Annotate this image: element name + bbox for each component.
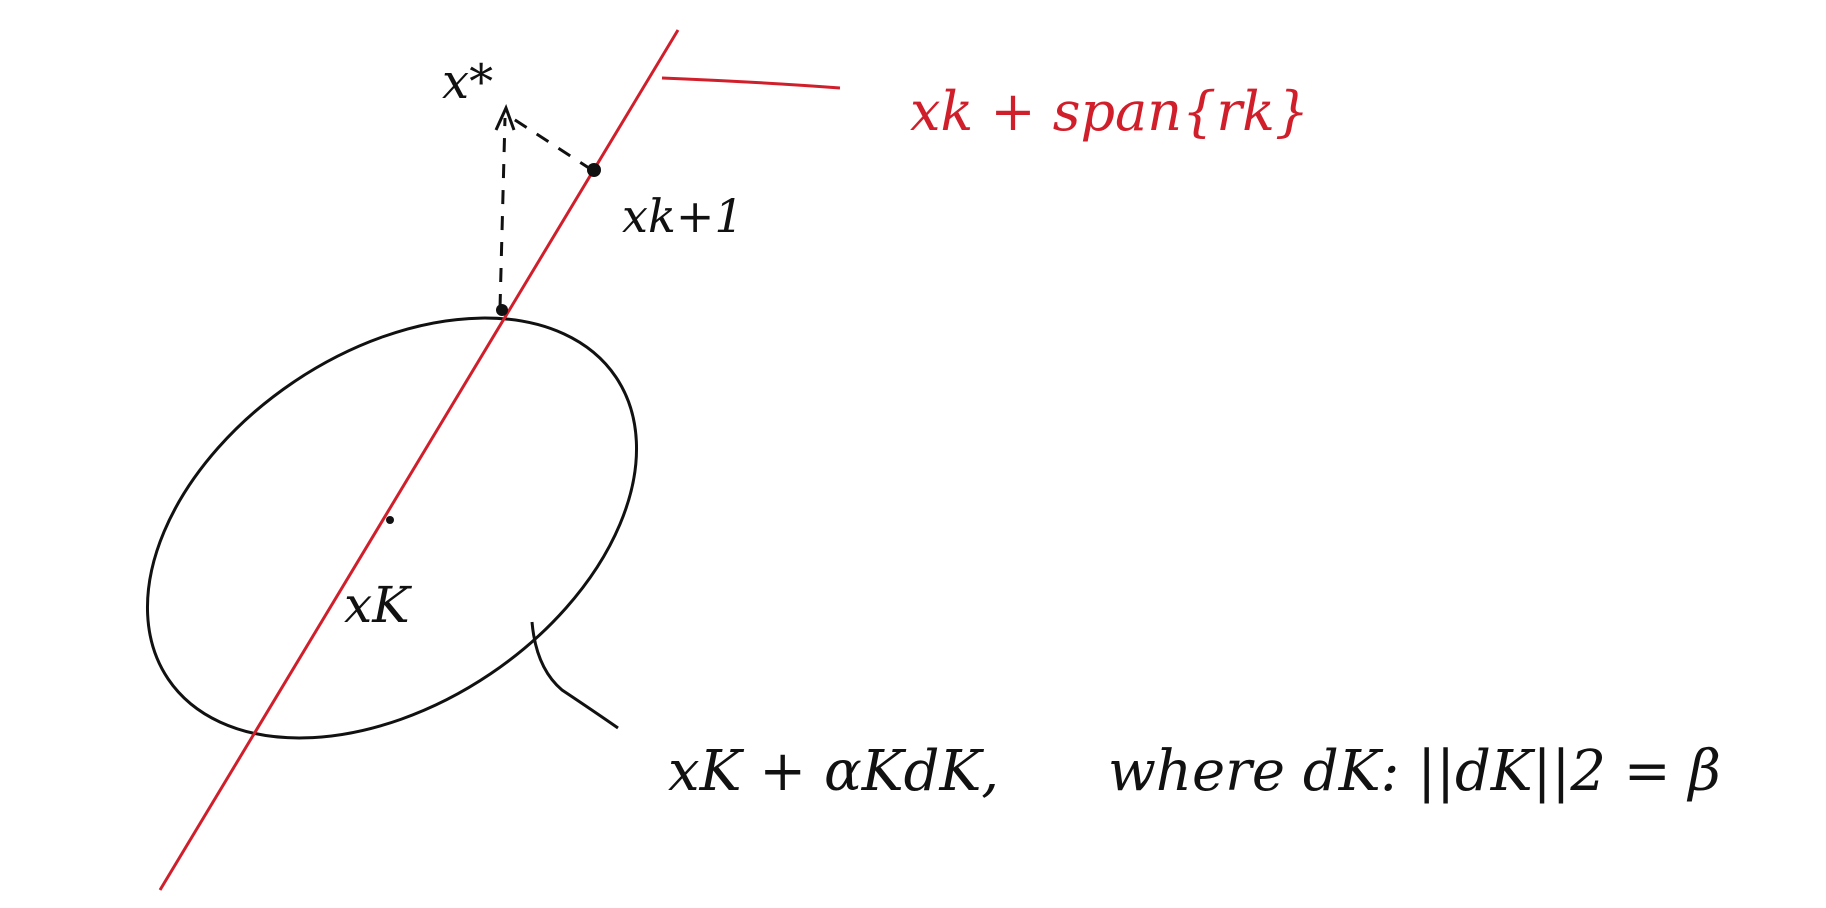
- boundary-point: [496, 304, 508, 316]
- x-k-plus-1-label: xk+1: [622, 189, 744, 243]
- where-clause: where dK: ||dK||2 = β: [1108, 739, 1721, 804]
- ellipse-label-pointer: [530, 621, 619, 730]
- x-star-label: x*: [442, 54, 493, 110]
- line-label-pointer: [661, 76, 841, 90]
- xk-plus-1-point: [587, 163, 601, 177]
- trust-region-ellipse: [145, 316, 639, 740]
- dashed-line-to-xstar-from-xk1: [511, 116, 593, 172]
- xstar-arrowhead: [494, 104, 516, 131]
- search-line: [158, 29, 680, 891]
- ellipse-formula: xK + αKdK,: [668, 739, 999, 804]
- dashed-line-to-xstar-from-boundary: [498, 117, 507, 309]
- x-k-label: xK: [344, 576, 412, 634]
- xk-point: [386, 516, 394, 524]
- line-label: xk + span{rk}: [910, 80, 1309, 143]
